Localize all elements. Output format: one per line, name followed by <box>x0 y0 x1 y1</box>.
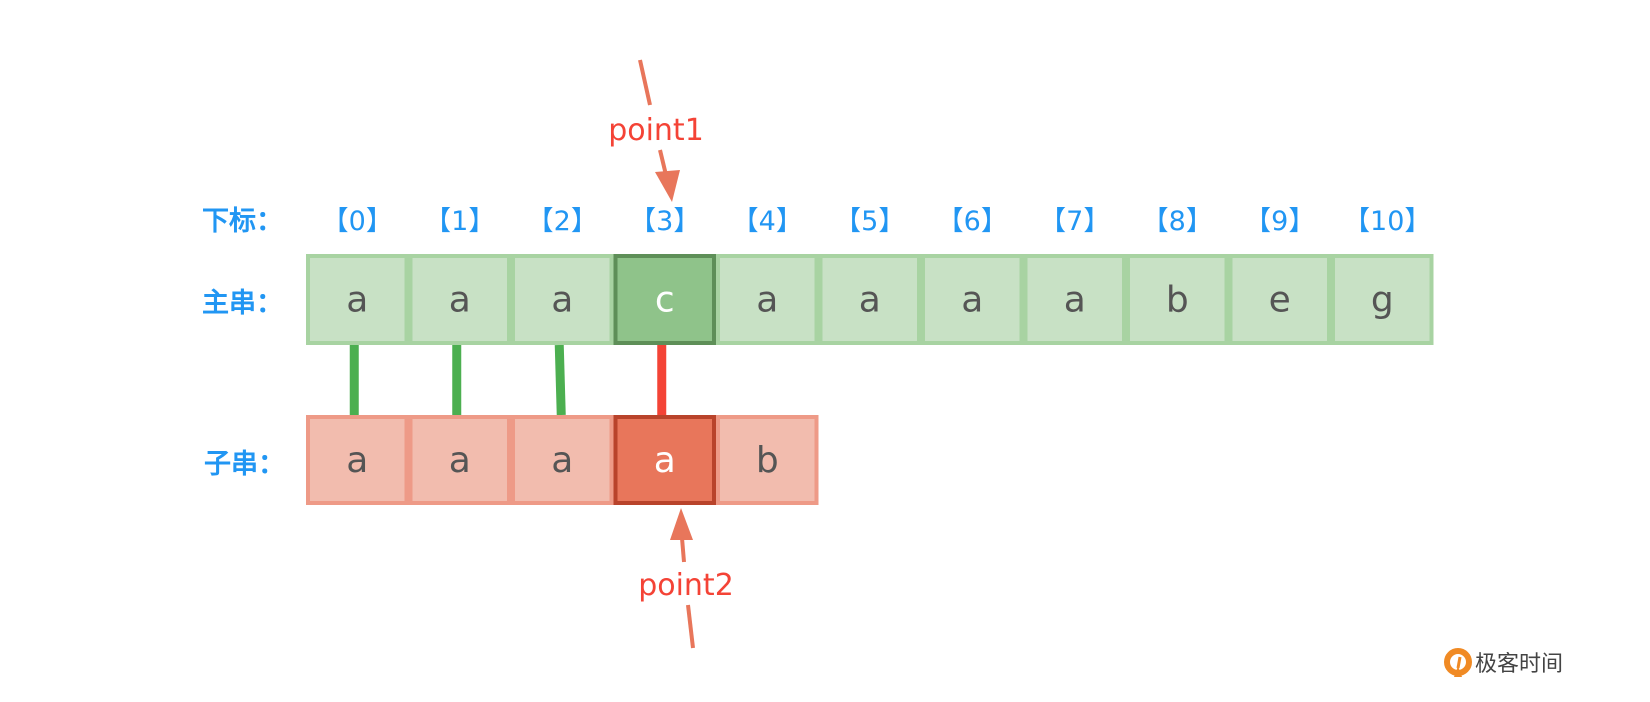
sub-cell-box <box>408 415 511 505</box>
main-cell-box <box>306 254 409 345</box>
main-cell-box <box>716 254 819 345</box>
point1-pointer: point1 <box>608 59 704 202</box>
point2-arrow-head <box>670 508 693 540</box>
main-cell: e <box>1228 254 1331 345</box>
main-cell: b <box>1126 254 1229 345</box>
main-cell: a <box>511 254 614 345</box>
main-cell-box <box>921 254 1024 345</box>
point2-arrow-tail <box>686 604 695 649</box>
main-char: a <box>449 280 471 321</box>
main-cell: a <box>921 254 1024 345</box>
sub-char: a <box>654 440 676 481</box>
point2-pointer: point2 <box>638 508 734 649</box>
index-label: 【2】 <box>527 206 598 237</box>
point1-arrow-head <box>655 170 680 202</box>
index-label: 【6】 <box>937 206 1008 237</box>
main-cell: a <box>716 254 819 345</box>
main-cell-box <box>1331 254 1434 345</box>
point1-arrow-shaft <box>658 149 668 176</box>
index-labels: 【0】【1】 【2】【3】 【4】【5】 【6】【7】 【8】【9】【10】 <box>322 206 1432 237</box>
main-char: a <box>756 280 778 321</box>
sub-cell-box <box>716 415 819 505</box>
point2-arrow-shaft <box>680 537 686 563</box>
main-cell-box <box>511 254 614 345</box>
sub-char: a <box>346 440 368 481</box>
sub-char: a <box>551 440 573 481</box>
sub-cell: a <box>511 415 614 505</box>
sub-cell: a <box>306 415 409 505</box>
logo-text: 极客时间 <box>1475 652 1563 677</box>
match-line <box>554 344 566 416</box>
main-cell: g <box>1331 254 1434 345</box>
main-cell-box <box>1126 254 1229 345</box>
main-char: a <box>1064 280 1086 321</box>
comparison-lines <box>349 344 667 416</box>
main-cell-box <box>818 254 921 345</box>
index-label: 【8】 <box>1142 206 1213 237</box>
index-label: 【9】 <box>1244 206 1315 237</box>
main-char: a <box>346 280 368 321</box>
main-char: a <box>551 280 573 321</box>
main-cell: a <box>306 254 409 345</box>
main-row-label: 主串： <box>202 288 283 319</box>
main-char: a <box>859 280 881 321</box>
brand-logo: 极客时间 <box>1444 648 1563 677</box>
main-char: a <box>961 280 983 321</box>
sub-cell-box <box>613 415 716 505</box>
index-label: 【7】 <box>1039 206 1110 237</box>
index-label: 【4】 <box>732 206 803 237</box>
point1-arrow-tail <box>638 59 652 106</box>
main-cell-box <box>1023 254 1126 345</box>
main-char: b <box>1166 280 1189 321</box>
main-cell: a <box>408 254 511 345</box>
index-label: 【5】 <box>834 206 905 237</box>
index-row-label: 下标： <box>202 206 283 237</box>
sub-char: b <box>756 440 779 481</box>
main-char: c <box>655 280 675 321</box>
logo-icon <box>1444 648 1472 677</box>
sub-row-label: 子串： <box>204 449 285 480</box>
point2-label: point2 <box>638 568 734 603</box>
index-label: 【10】 <box>1343 206 1431 237</box>
main-cell: a <box>818 254 921 345</box>
sub-cell-box <box>511 415 614 505</box>
index-label: 【0】 <box>322 206 393 237</box>
sub-cell: a <box>408 415 511 505</box>
point1-label: point1 <box>608 113 704 148</box>
main-cell: a <box>1023 254 1126 345</box>
main-cell-box <box>613 254 716 345</box>
sub-char: a <box>449 440 471 481</box>
sub-cell-highlighted: a <box>613 415 716 505</box>
main-char: g <box>1371 280 1394 321</box>
main-cell-box <box>408 254 511 345</box>
sub-cell-box <box>306 415 409 505</box>
main-cell-box <box>1228 254 1331 345</box>
main-char: e <box>1269 280 1291 321</box>
index-label: 【3】 <box>629 206 700 237</box>
main-cell-highlighted: c <box>613 254 716 345</box>
sub-cell: b <box>716 415 819 505</box>
index-label: 【1】 <box>424 206 495 237</box>
